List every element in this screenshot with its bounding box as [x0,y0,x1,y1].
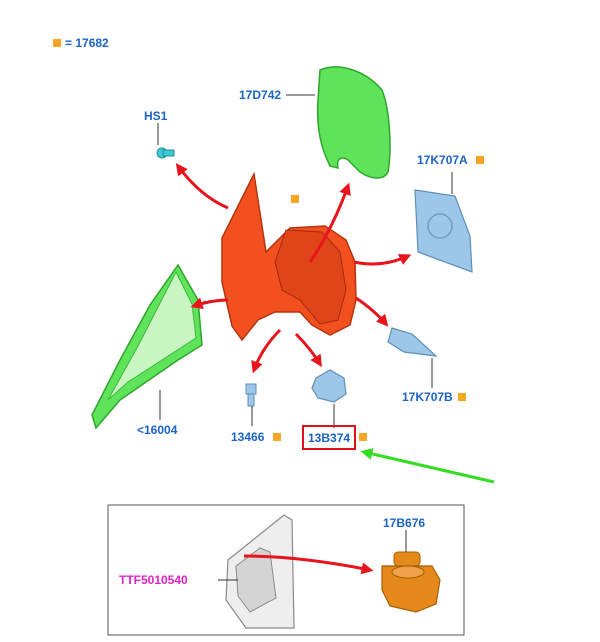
triangle-cover-face [107,270,197,401]
label-hs1[interactable]: HS1 [144,109,168,123]
marker-13b374 [359,433,367,441]
green-pointer-arrow [360,448,495,484]
screw-hs1[interactable] [156,147,175,159]
label-17d742[interactable]: 17D742 [239,88,281,102]
label-17k707a[interactable]: 17K707A [417,153,468,167]
label-ttf[interactable]: TTF5010540 [119,573,188,587]
legend-marker [53,39,61,47]
arrow-to-bulb [251,328,282,374]
marker-13466 [273,433,281,441]
mirror-glass-spotter[interactable] [387,327,438,357]
marker-17k707a [476,156,484,164]
inset-frame [107,504,465,636]
arrow-to-glass [353,254,412,266]
mirror-motor-17b676[interactable] [381,551,441,613]
arrow-to-spotter [355,296,389,327]
label-13466[interactable]: 13466 [231,430,265,444]
highlight-box-13b374 [302,425,356,450]
label-16004[interactable]: <16004 [137,423,178,437]
legend-text: = 17682 [65,36,109,50]
mirror-housing-inner [274,229,347,325]
arrow-to-motor [243,554,374,575]
mirror-glass-heater-ring [427,213,453,239]
mirror-cap-cover[interactable] [316,66,391,179]
door-panel-detail [235,547,277,613]
arrow-to-triangle [190,297,229,310]
marker-housing [291,195,299,203]
arrow-to-lamp [294,332,322,368]
mirror-glass-main[interactable] [414,189,473,273]
marker-17k707b [458,393,466,401]
label-17k707b[interactable]: 17K707B [402,390,453,404]
label-13b374[interactable]: 13B374 [308,431,350,445]
arrow-to-hs1 [175,163,229,210]
arrow-to-cap [308,182,351,263]
lamp-13b374[interactable] [311,369,347,403]
bulb-13466[interactable] [245,383,257,407]
label-17b676[interactable]: 17B676 [383,516,425,530]
